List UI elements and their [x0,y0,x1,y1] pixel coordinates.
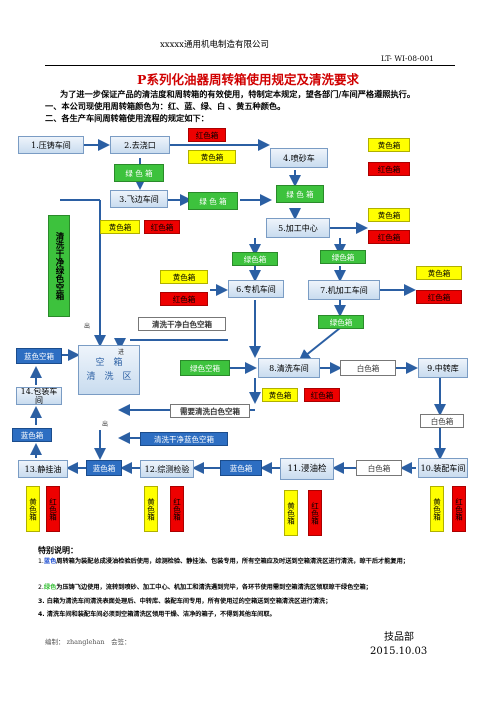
red-box-4: 红色箱 [368,230,410,244]
blue-empty-box: 蓝色空箱 [16,348,62,364]
yellow-box-5: 黄色箱 [160,270,208,284]
yellow-v-1: 黄色箱 [26,486,40,532]
yellow-box-4: 黄色箱 [368,208,410,222]
red-box-3: 红色箱 [368,162,410,176]
stage-machine-shop: 7.机加工车间 [308,280,380,300]
empty-box-cleaning-zone: 空 箱 清 洗 区 [78,345,140,395]
red-v-3: 红色箱 [308,490,322,536]
red-v-4: 红色箱 [452,486,466,532]
zone-subtitle: 清 洗 区 [86,372,132,382]
yellow-box-1: 黄色箱 [188,150,236,164]
green-box-5: 绿色箱 [320,250,366,264]
clean-blue-empty: 清洗干净蓝色空箱 [140,432,228,446]
intro-text: 为了进一步保证产品的清洁度和周转箱的有效使用，特制定本规定，望各部门/车间严格遵… [60,89,416,99]
note-1: 1.蓝色周转箱为装配总成浸油检验后使用，综测检验、静挂油、包装专用，所有空箱应及… [38,557,458,566]
white-box-2: 白色箱 [420,414,464,428]
yellow-box-7: 黄色箱 [262,388,298,402]
section-2: 二、各生产车间周转箱使用流程的规定如下： [45,113,209,123]
note-1-text: 周转箱为装配总成浸油检验后使用，综测检验、静挂油、包装专用，所有空箱应及时送到空… [56,558,409,565]
blue-box-1: 蓝色箱 [12,428,52,442]
company-name: xxxxx通用机电制造有限公司 [160,40,269,50]
red-v-1: 红色箱 [46,486,60,532]
white-box-3: 白色箱 [356,460,402,476]
out-label: 出 [84,323,91,330]
note-2-text: 为压铸飞边使用，流转到喷砂、加工中心、机加工和清洗遇到完毕，各环节使用需到空箱清… [56,584,372,591]
stage-degating: 2.去浇口 [110,136,170,154]
zone-title: 空 箱 [95,358,123,368]
stage-cleaning: 8.清洗车间 [258,358,320,378]
yellow-box-3: 黄色箱 [368,138,410,152]
stage-static-oil-hang: 13.静挂油 [18,460,68,478]
green-box-3: 绿 色 箱 [276,185,324,203]
red-v-2: 红色箱 [170,486,184,532]
white-box-1: 白色箱 [340,360,396,376]
section-1: 一、本公司现使用周转箱颜色为：红、蓝、绿、白 、黄五种颜色。 [45,101,286,111]
note-3: 3. 白箱为清洗车间清洗表面处理后、中转库、装配车间专用，所有使用过的空箱送到空… [38,598,332,605]
footer-author: 编制： zhanglehan 会签： [45,638,131,646]
yellow-v-4: 黄色箱 [430,486,444,532]
stage-deflashing: 3.飞边车间 [110,190,168,208]
footer-date: 2015.10.03 [370,646,428,657]
red-box-1: 红色箱 [188,128,226,142]
blue-box-2: 蓝色箱 [220,460,262,476]
stage-machining-center: 5.加工中心 [266,218,330,238]
red-box-6: 红色箱 [416,290,462,304]
note-2-number: 2. [38,584,44,591]
notes-title: 特别说明： [38,545,78,555]
note-1-highlight: 蓝色 [43,558,57,565]
note-4: 4. 清洗车间和装配车间必须到空箱清洗区领用干燥、洁净的箱子，不得到其他车间取。 [38,611,276,618]
stage-packaging: 14.包装车间 [16,387,62,405]
red-box-7: 红色箱 [304,388,340,402]
note-1-number: 1. [38,558,44,565]
green-box-6: 绿色箱 [318,315,364,329]
doc-number: LT- WI-08-001 [381,54,434,63]
blue-box-3: 蓝色箱 [86,460,122,476]
clean-white-empty: 清洗干净白色空箱 [138,317,226,331]
clean-green-empty-label: 清洗干净绿色空箱 [48,215,70,317]
note-2-highlight: 绿色 [43,584,57,591]
stage-oil-dip-test: 11.浸油检 [280,458,334,480]
yellow-v-2: 黄色箱 [144,486,158,532]
out-label-2: 出 [102,421,109,428]
stage-special-machine: 6.专机车间 [228,280,284,298]
green-empty-box: 绿色空箱 [180,360,230,376]
stage-die-casting: 1.压铸车间 [18,136,84,154]
red-box-2: 红色箱 [144,220,180,234]
green-box-1: 绿 色 箱 [114,164,164,182]
in-label: 进 [118,349,125,356]
page-title: P系列化油器周转箱使用规定及清洗要求 [137,72,359,87]
need-clean-white-box: 需要清洗白色空箱 [170,404,250,418]
stage-sandblasting: 4.喷砂车 [270,148,328,168]
yellow-box-6: 黄色箱 [416,266,462,280]
footer-dept: 技品部 [384,632,414,643]
stage-assembly: 10.装配车间 [418,458,468,478]
header-rule [45,65,455,66]
red-box-5: 红色箱 [160,292,208,306]
yellow-box-2: 黄色箱 [100,220,140,234]
green-box-4: 绿色箱 [232,252,278,266]
yellow-v-3: 黄色箱 [284,490,298,536]
stage-transit-warehouse: 9.中转库 [418,358,468,378]
stage-comprehensive-test: 12.综测检验 [140,460,194,478]
green-box-2: 绿 色 箱 [188,192,238,210]
note-2: 2.绿色为压铸飞边使用，流转到喷砂、加工中心、机加工和清洗遇到完毕，各环节使用需… [38,583,458,592]
